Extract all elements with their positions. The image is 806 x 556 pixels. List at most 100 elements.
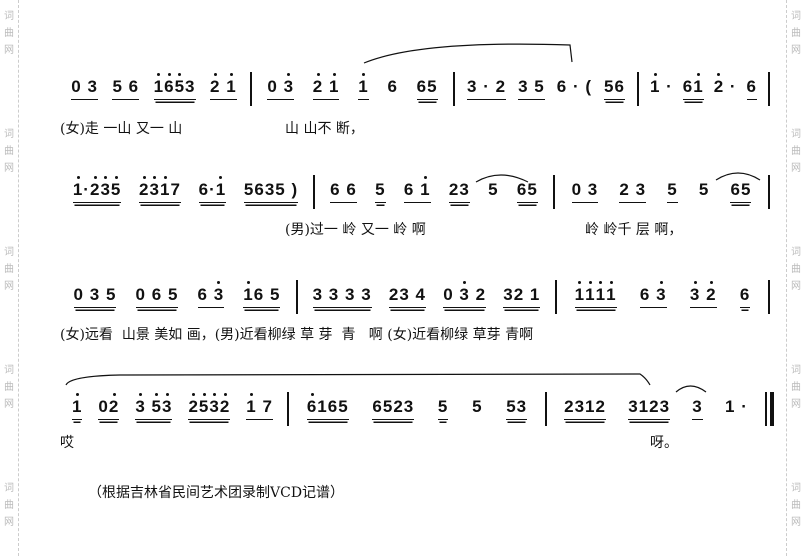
note: 2 <box>513 284 525 304</box>
note: 6 <box>254 179 265 199</box>
note-group: 6 6 <box>330 180 357 203</box>
barline <box>637 72 639 106</box>
lyric-line: (男)过一 岭 又一 岭 啊 <box>285 222 426 238</box>
note: 3 <box>185 76 196 96</box>
note: 2 <box>649 396 660 416</box>
note: 0 <box>267 76 278 96</box>
note: 5 <box>338 396 349 416</box>
note: 0 <box>443 284 454 304</box>
note: 5 <box>437 396 449 416</box>
note: 3 <box>100 175 111 199</box>
note-group: 3123 <box>628 396 671 420</box>
note: 5 <box>275 179 286 199</box>
note: 0 <box>98 396 109 416</box>
watermark-text: 词曲网 <box>791 11 801 56</box>
note: 6 <box>403 179 415 199</box>
note: 3 <box>135 392 146 416</box>
note: 5 <box>604 76 615 96</box>
note: ( <box>585 77 593 96</box>
note-group: 65 <box>416 76 438 100</box>
watermark-text: 词曲网 <box>4 129 14 174</box>
lyric-line: 哎 <box>60 435 74 451</box>
note: 1 <box>159 175 171 199</box>
note: 2 <box>388 284 400 304</box>
note: 3 <box>399 284 410 304</box>
watermark-text: 词曲网 <box>791 129 801 174</box>
note: 5 <box>534 76 545 96</box>
note: 3 <box>149 175 160 199</box>
watermark-text: 词曲网 <box>791 247 801 292</box>
note-group: 2 3 <box>619 179 647 203</box>
note: 6 <box>253 284 265 304</box>
barline <box>768 72 770 106</box>
note: 6 <box>151 284 163 304</box>
note: 4 <box>415 284 426 304</box>
note: 7 <box>262 396 273 416</box>
note-group: 65 <box>730 180 752 203</box>
note: 6 <box>128 76 140 96</box>
barline <box>313 175 315 209</box>
note: 2 <box>312 72 324 96</box>
note: 2 <box>89 175 101 199</box>
note: 5 <box>667 179 678 199</box>
note: · <box>741 397 748 416</box>
note-group: 6 3 <box>639 280 667 308</box>
note: 1 <box>585 396 596 416</box>
note: 2 <box>619 179 630 199</box>
note: 0 <box>71 76 82 96</box>
note: 1 <box>529 284 541 304</box>
note: 6 <box>516 179 528 199</box>
note-group: 23 4 <box>388 284 426 308</box>
note-group: 1 <box>358 72 369 100</box>
note: 6 <box>330 179 341 199</box>
note: 1 <box>246 392 257 416</box>
note: · <box>572 77 580 96</box>
note-group: 6165 <box>306 392 349 420</box>
note: 5 <box>112 76 123 96</box>
note: 3 <box>328 284 340 304</box>
note: 5 <box>151 392 162 416</box>
note: 2 <box>210 72 221 96</box>
note: · <box>483 76 490 96</box>
note: 6 <box>416 76 428 96</box>
note-group: 3 · 2 <box>467 76 507 100</box>
note-group: 3 2 <box>689 280 717 308</box>
note: 1 <box>606 280 617 304</box>
note: 2 <box>188 392 199 416</box>
lyric-line: 山 山不 断， <box>285 121 364 137</box>
note: · <box>729 77 737 96</box>
note: 3 <box>516 396 528 416</box>
note: 6 <box>639 284 651 304</box>
note: 3 <box>89 284 101 304</box>
note: 2 <box>393 396 404 416</box>
note: 0 <box>571 179 583 199</box>
note: 3 <box>459 280 470 304</box>
barline <box>553 175 555 209</box>
note-group: 3 <box>692 396 703 420</box>
note: 1 <box>317 396 328 416</box>
note: 3 <box>635 179 647 199</box>
note-group: 1·235 <box>72 175 122 203</box>
note: 6 <box>746 76 757 96</box>
note: 1 <box>649 73 661 96</box>
barline <box>555 280 557 314</box>
note-group: 1653 <box>153 72 196 100</box>
note: 3 <box>283 72 295 96</box>
note-group: 0 3 <box>571 179 599 203</box>
barline <box>250 72 252 106</box>
note-group: 6 <box>746 76 757 100</box>
lyric-line: (女)远看 山景 美如 画，(男)近看柳绿 草 芽 青 啊 (女)近看柳绿 草芽… <box>60 327 534 343</box>
note: 3 <box>692 396 703 416</box>
note-group: 3 3 3 3 <box>312 284 372 308</box>
note: 1 <box>420 175 431 199</box>
note: 0 <box>135 284 146 304</box>
note: 3 <box>656 280 667 304</box>
